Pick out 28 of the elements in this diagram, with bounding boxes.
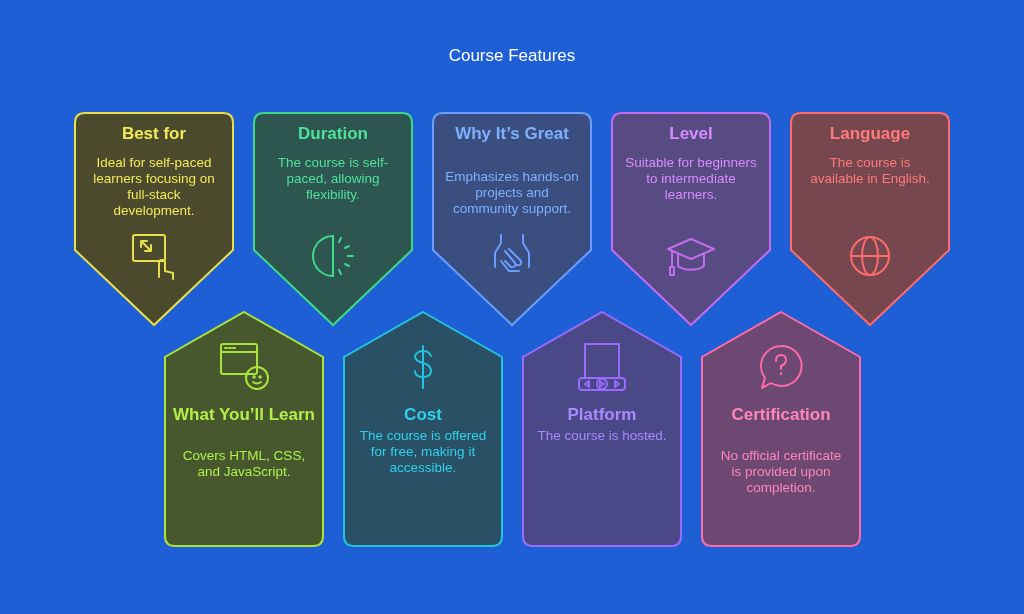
- card-text: The course is available in English.: [810, 155, 930, 186]
- card-heading: Duration: [298, 124, 368, 143]
- card-heading: Why It’s Great: [455, 124, 569, 143]
- card-heading: Platform: [567, 405, 637, 424]
- diagram-title: Course Features: [448, 46, 576, 66]
- card-heading: What You’ll Learn: [173, 405, 315, 424]
- card-text: Suitable for beginners to intermediate learners.: [625, 155, 757, 202]
- card-text: The course is offered for free, making it accessible.: [359, 428, 487, 475]
- feature-card: [702, 312, 860, 546]
- feature-card: [433, 113, 591, 325]
- feature-card: [254, 113, 412, 325]
- card-text: Covers HTML, CSS, and JavaScript.: [182, 448, 306, 479]
- card-heading: Best for: [121, 124, 187, 143]
- card-heading: Cost: [404, 405, 442, 424]
- feature-card: [344, 312, 502, 546]
- feature-card: [791, 113, 949, 325]
- card-text: The course is self-paced, allowing flexibility.: [277, 155, 389, 202]
- feature-card: [165, 312, 323, 546]
- card-text: Ideal for self-paced learners focusing on full-stack development.: [93, 155, 215, 218]
- card-text: Emphasizes hands-on projects and community support.: [445, 169, 579, 216]
- feature-card: [523, 312, 681, 546]
- feature-card: [75, 113, 233, 325]
- feature-card: [612, 113, 770, 325]
- card-heading: Language: [829, 124, 911, 143]
- card-text: The course is hosted.: [537, 428, 667, 443]
- card-text: No official certificate is provided upon completion.: [720, 448, 842, 495]
- card-heading: Certification: [731, 405, 831, 424]
- card-heading: Level: [669, 124, 713, 143]
